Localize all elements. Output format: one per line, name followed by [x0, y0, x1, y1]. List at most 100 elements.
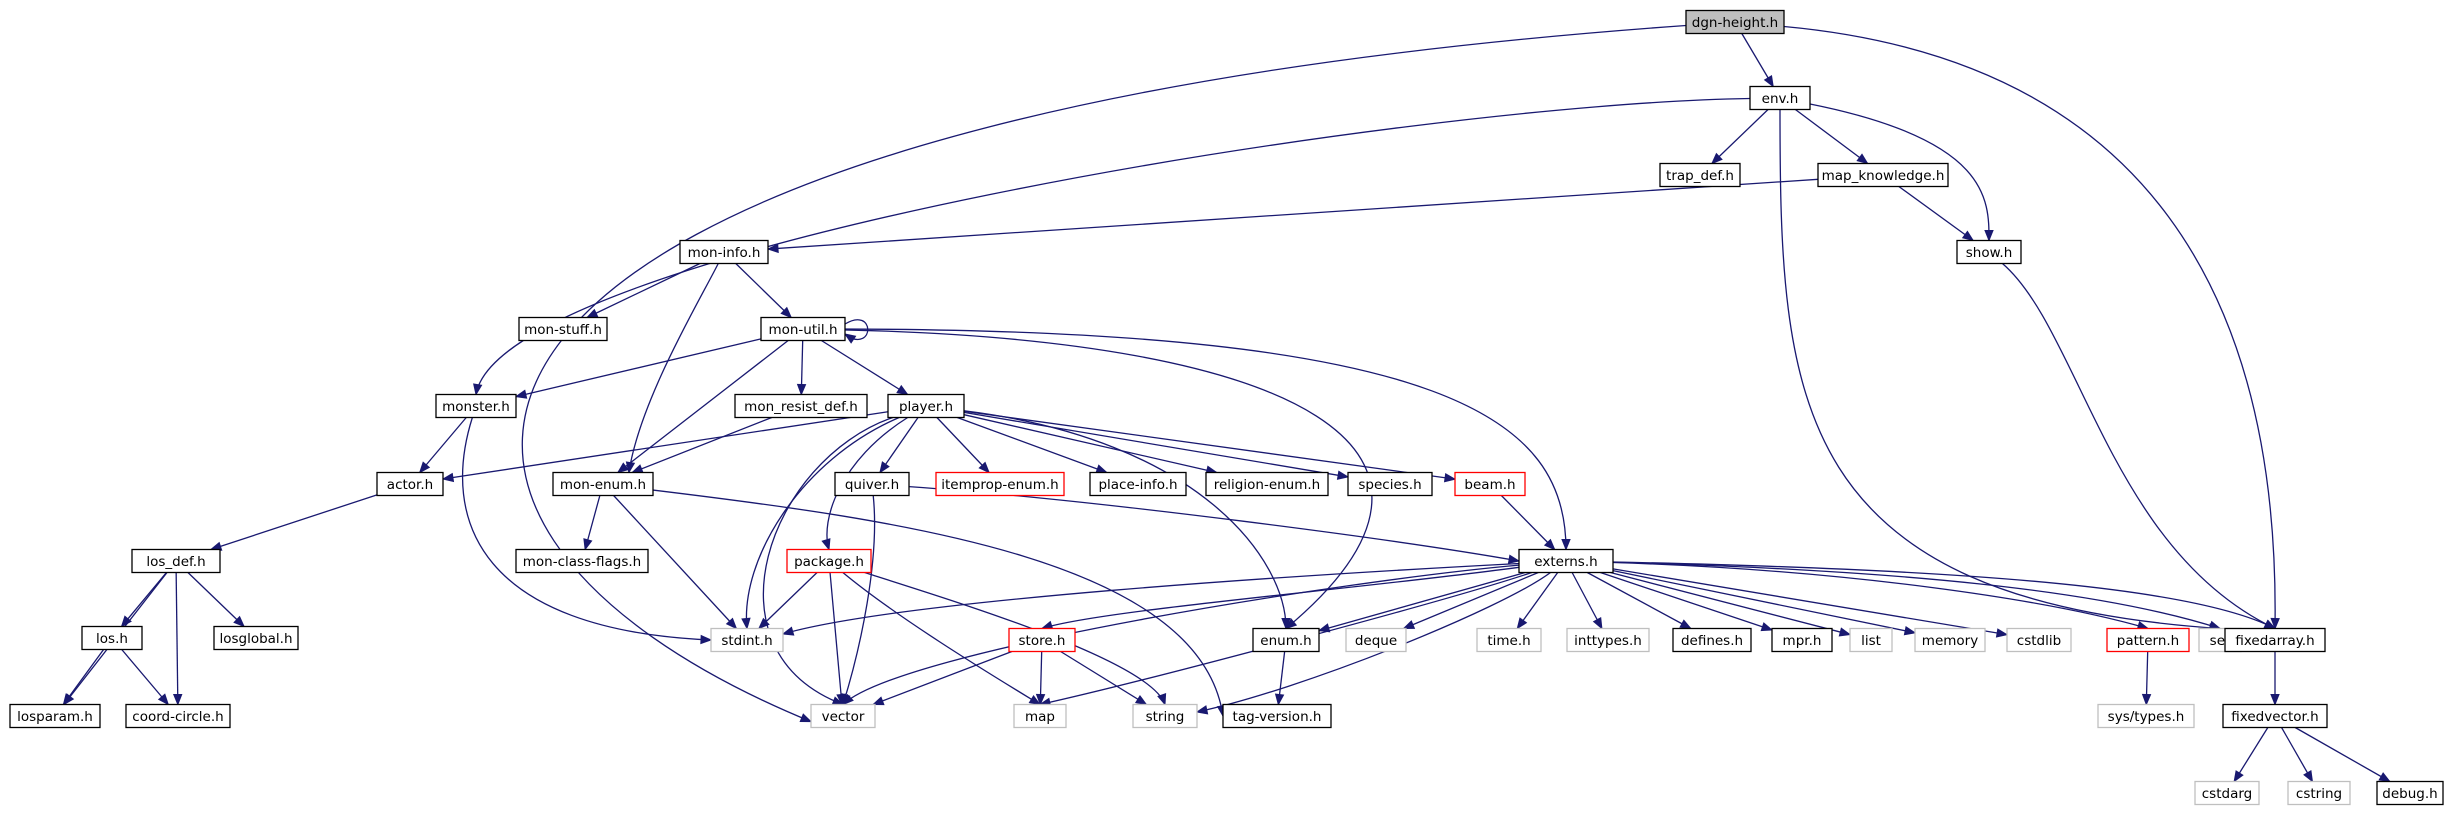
node-fixedvector-h[interactable]: fixedvector.h — [2222, 703, 2328, 729]
node-dgn-height-h[interactable]: dgn-height.h — [1685, 9, 1785, 35]
node-inttypes-h[interactable]: inttypes.h — [1566, 627, 1650, 653]
node-trap-def-h[interactable]: trap_def.h — [1659, 162, 1741, 188]
edge-mon-util-h-to-monster-h — [514, 338, 762, 399]
node-label: actor.h — [387, 477, 433, 493]
node-list[interactable]: list — [1849, 627, 1893, 653]
edge-player-h-to-beam-h — [963, 410, 1457, 483]
node-mon-info-h[interactable]: mon-info.h — [679, 239, 769, 265]
node-mon-class-flags-h[interactable]: mon-class-flags.h — [515, 548, 649, 574]
edge-actor-h-to-los-def-h — [209, 494, 378, 551]
edge-arrowhead — [616, 462, 630, 474]
node-mon-enum-h[interactable]: mon-enum.h — [552, 471, 654, 497]
node-quiver-h[interactable]: quiver.h — [834, 471, 910, 497]
edge-arrowhead — [796, 383, 807, 396]
edge-line — [1779, 109, 2221, 630]
edge-arrowhead — [1157, 693, 1167, 706]
node-cstdarg[interactable]: cstdarg — [2194, 780, 2260, 806]
node-losglobal-h[interactable]: losglobal.h — [213, 625, 299, 651]
node-deque[interactable]: deque — [1345, 627, 1407, 653]
edge-arrowhead — [1903, 626, 1917, 636]
node-label: cstdlib — [2017, 633, 2061, 649]
node-place-info-h[interactable]: place-info.h — [1089, 471, 1187, 497]
node-coord-circle-h[interactable]: coord-circle.h — [125, 703, 231, 729]
node-label: time.h — [1487, 633, 1530, 649]
node-tag-version-h[interactable]: tag-version.h — [1222, 703, 1332, 729]
node-religion-enum-h[interactable]: religion-enum.h — [1205, 471, 1329, 497]
node-store-h[interactable]: store.h — [1008, 627, 1076, 653]
node-stdint-h[interactable]: stdint.h — [710, 627, 784, 653]
edge-fixedvector-h-to-cstdarg — [2233, 727, 2269, 783]
edge-fixedvector-h-to-debug-h — [2294, 726, 2392, 783]
edge-store-h-to-string — [1060, 650, 1148, 706]
edge-line — [844, 328, 1567, 550]
edge-line — [1612, 570, 1916, 634]
node-vector[interactable]: vector — [810, 703, 876, 729]
node-time-h[interactable]: time.h — [1476, 627, 1542, 653]
node-box — [518, 316, 608, 342]
edge-package-h-to-map — [842, 571, 1042, 706]
node-los-h[interactable]: los.h — [81, 625, 143, 651]
edge-arrowhead — [842, 693, 854, 706]
node-label: defines.h — [1681, 633, 1743, 649]
node-monster-h[interactable]: monster.h — [435, 393, 517, 419]
node-defines-h[interactable]: defines.h — [1672, 627, 1752, 653]
node-sys-types-h[interactable]: sys/types.h — [2097, 703, 2195, 729]
node-beam-h[interactable]: beam.h — [1454, 471, 1526, 497]
node-itemprop-enum-h[interactable]: itemprop-enum.h — [935, 471, 1065, 497]
node-mpr-h[interactable]: mpr.h — [1771, 627, 1833, 653]
edge-line — [963, 410, 1287, 629]
node-show-h[interactable]: show.h — [1956, 239, 2022, 265]
node-losparam-h[interactable]: losparam.h — [9, 703, 101, 729]
node-externs-h[interactable]: externs.h — [1518, 548, 1614, 574]
node-env-h[interactable]: env.h — [1749, 85, 1811, 111]
node-cstdlib[interactable]: cstdlib — [2006, 627, 2072, 653]
node-map[interactable]: map — [1013, 703, 1067, 729]
node-cstring[interactable]: cstring — [2287, 780, 2351, 806]
node-mon-stuff-h[interactable]: mon-stuff.h — [518, 316, 608, 342]
edge-monster-h-to-stdint-h — [461, 417, 713, 645]
node-label: mon-util.h — [768, 322, 837, 338]
node-actor-h[interactable]: actor.h — [376, 471, 444, 497]
node-label: cstdarg — [2202, 786, 2252, 802]
node-fixedarray-h[interactable]: fixedarray.h — [2224, 627, 2326, 653]
node-label: inttypes.h — [1574, 633, 1642, 649]
node-label: deque — [1355, 633, 1397, 649]
edge-line — [187, 572, 245, 627]
node-debug-h[interactable]: debug.h — [2376, 780, 2444, 806]
node-pattern-h[interactable]: pattern.h — [2106, 627, 2190, 653]
edge-externs-h-to-cstdlib — [1612, 568, 2009, 638]
edge-line — [1060, 650, 1147, 706]
node-box — [515, 548, 649, 574]
edge-arrowhead — [766, 243, 779, 254]
edge-line — [2294, 726, 2391, 783]
edge-quiver-h-to-vector — [841, 495, 876, 706]
edge-line — [1612, 561, 2149, 630]
edge-line — [1500, 495, 1556, 550]
edge-line — [1586, 571, 1692, 630]
node-mon-util-h[interactable]: mon-util.h — [760, 316, 846, 342]
node-label: package.h — [794, 554, 864, 570]
node-los-def-h[interactable]: los_def.h — [131, 548, 221, 574]
edge-arrowhead — [700, 634, 713, 645]
node-label: list — [1861, 633, 1881, 649]
edge-arrowhead — [871, 696, 885, 706]
edge-externs-h-to-stdint-h — [781, 562, 1520, 636]
edge-line — [461, 417, 712, 641]
node-memory[interactable]: memory — [1914, 627, 1986, 653]
node-species-h[interactable]: species.h — [1347, 471, 1433, 497]
edge-line — [515, 338, 762, 398]
edge-mon-enum-h-to-tag-version-h — [652, 489, 1227, 718]
node-box — [1771, 627, 1833, 653]
node-enum-h[interactable]: enum.h — [1252, 627, 1320, 653]
node-map-knowledge-h[interactable]: map_knowledge.h — [1817, 162, 1949, 188]
edge-arrowhead — [1443, 473, 1457, 483]
node-string[interactable]: string — [1132, 703, 1198, 729]
node-player-h[interactable]: player.h — [887, 393, 965, 419]
node-box — [1659, 162, 1741, 188]
node-package-h[interactable]: package.h — [786, 548, 872, 574]
edge-player-h-to-place-info-h — [957, 416, 1109, 474]
node-label: losglobal.h — [219, 631, 292, 647]
node-mon-resist-def-h[interactable]: mon_resist_def.h — [734, 393, 868, 419]
edge-arrowhead — [1561, 539, 1571, 551]
node-box — [2106, 627, 2190, 653]
